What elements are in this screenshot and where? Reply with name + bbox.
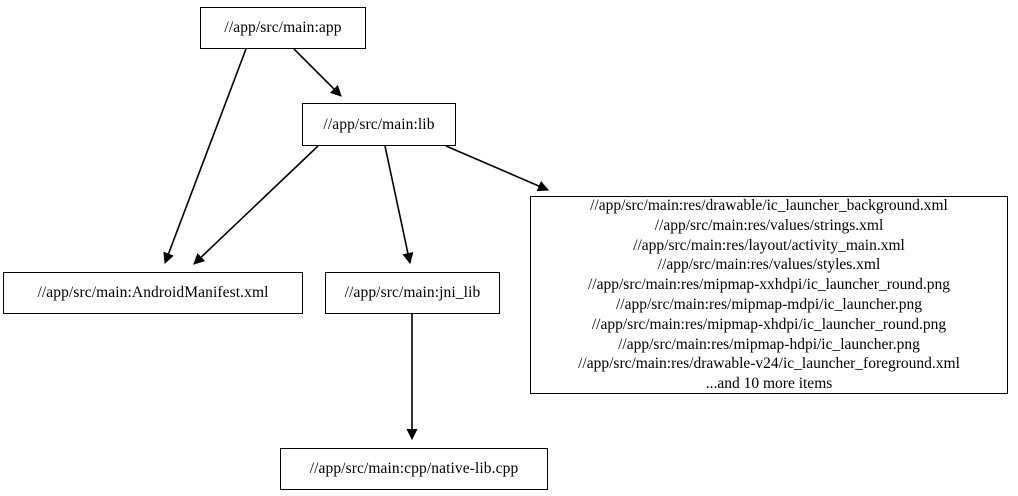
graph-node-native-lib-cpp[interactable]: //app/src/main:cpp/native-lib.cpp [280,448,548,490]
graph-node-app[interactable]: //app/src/main:app [200,7,366,49]
graph-node-native-lib-cpp-label: //app/src/main:cpp/native-lib.cpp [309,460,519,478]
edge-lib-to-jni-lib [384,145,414,265]
graph-node-res-group-label: //app/src/main:res/drawable/ic_launcher_… [578,197,960,393]
graph-node-androidmanifest-xml[interactable]: //app/src/main:AndroidManifest.xml [3,272,303,314]
graph-node-jni-lib[interactable]: //app/src/main:jni_lib [325,272,500,314]
graph-node-jni-lib-label: //app/src/main:jni_lib [344,284,481,302]
edge-lib-to-res [445,145,550,192]
graph-node-res-group[interactable]: //app/src/main:res/drawable/ic_launcher_… [530,196,1008,394]
graph-node-lib-label: //app/src/main:lib [323,115,435,133]
graph-node-app-label: //app/src/main:app [224,19,342,37]
edge-lib-to-manifest [193,145,319,265]
edge-app-to-manifest [163,48,247,265]
graph-node-lib[interactable]: //app/src/main:lib [302,103,456,146]
edge-app-to-lib [293,48,342,97]
graph-node-androidmanifest-xml-label: //app/src/main:AndroidManifest.xml [37,284,269,302]
